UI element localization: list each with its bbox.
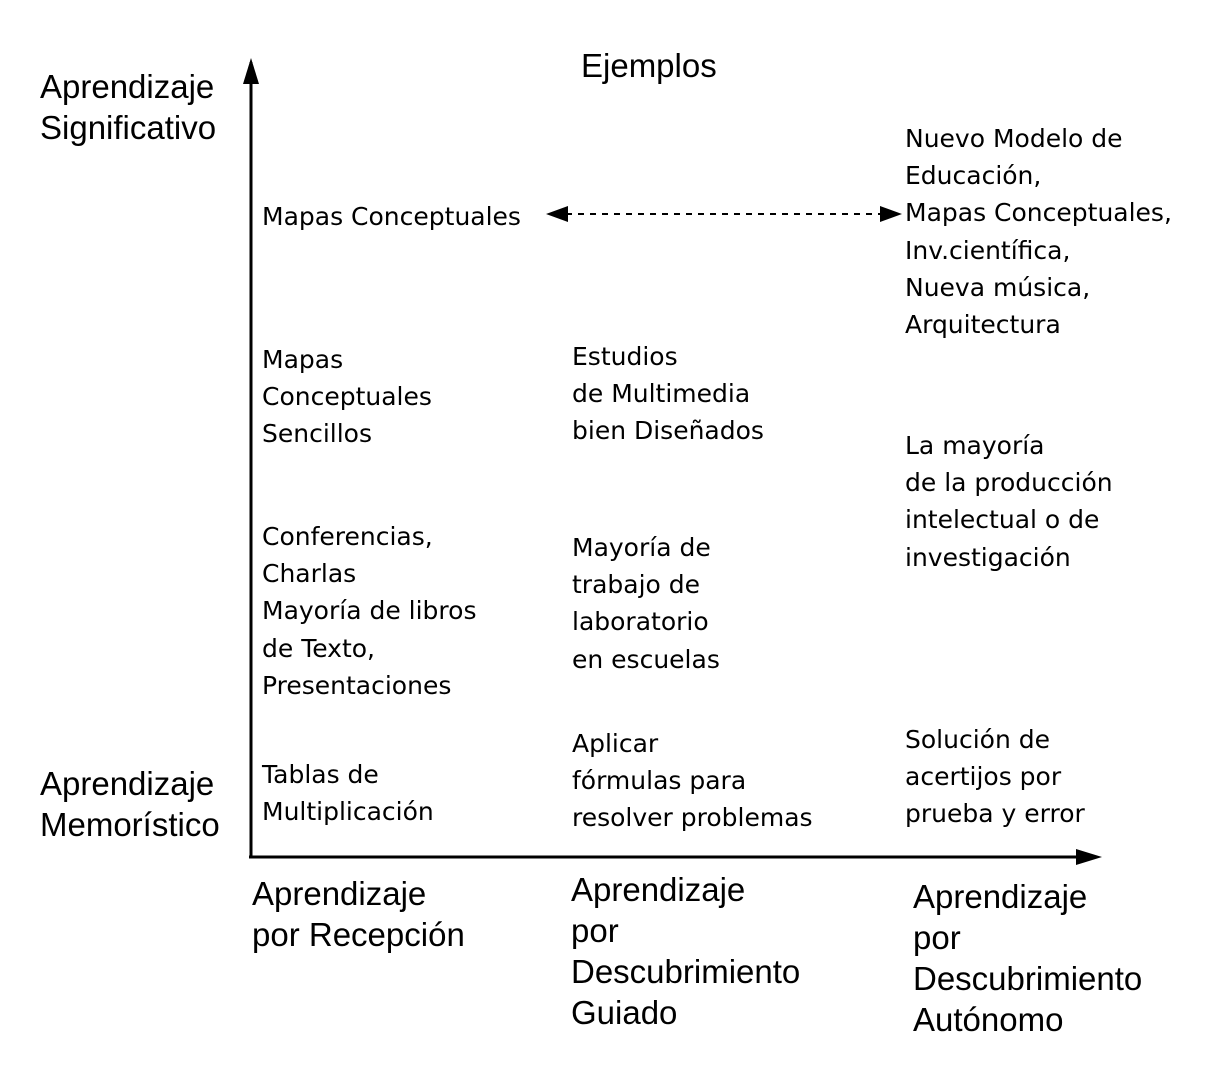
y-axis-bottom-label: Aprendizaje Memorístico (40, 763, 220, 845)
x-axis-left-label: Aprendizaje por Recepción (252, 873, 465, 955)
example-line: intelectual o de (905, 505, 1100, 535)
example-line: Inv.científica, (905, 235, 1071, 265)
diagram-title: Ejemplos (581, 47, 717, 84)
y-axis-arrowhead (243, 58, 259, 84)
dashed-arrowhead-left (546, 206, 568, 222)
example-line: La mayoría (905, 431, 1045, 460)
x-axis-right-label: Aprendizaje por Descubrimiento Autónomo (913, 876, 1142, 1040)
x-axis-middle-label-line: Aprendizaje (571, 871, 746, 908)
example-line: de la producción (905, 468, 1113, 498)
example-laboratorio: Mayoría de trabajo de laboratorio en esc… (572, 529, 720, 678)
y-axis-top-label: Aprendizaje Significativo (40, 66, 216, 148)
example-conferencias: Conferencias, Charlas Mayoría de libros … (262, 518, 476, 704)
example-line: Arquitectura (905, 310, 1061, 340)
example-formulas: Aplicar fórmulas para resolver problemas (572, 725, 813, 837)
x-axis-right-label-line: por (913, 919, 961, 956)
x-axis-middle-label-line: por (571, 912, 619, 949)
example-line: de Texto, (262, 633, 376, 663)
example-line: investigación (905, 542, 1071, 572)
x-axis-right-label-line: Autónomo (913, 1001, 1064, 1038)
dashed-arrowhead-right (880, 206, 902, 222)
example-line: en escuelas (572, 644, 720, 674)
example-line: trabajo de (572, 570, 701, 600)
example-line: Solución de (905, 725, 1050, 754)
example-mapas-sencillos: Mapas Conceptuales Sencillos (262, 341, 432, 453)
example-line: Aplicar (572, 729, 659, 758)
example-tablas: Tablas de Multiplicación (262, 756, 434, 830)
example-line: Estudios (572, 342, 678, 371)
y-axis-top-label-line: Aprendizaje (40, 68, 215, 105)
example-estudios-multimedia: Estudios de Multimedia bien Diseñados (572, 338, 764, 450)
example-line: Multiplicación (262, 797, 434, 827)
example-line: laboratorio (572, 607, 709, 637)
x-axis-right-label-line: Descubrimiento (913, 960, 1143, 997)
x-axis-left-label-line: Aprendizaje (252, 875, 427, 912)
x-axis-right-label-line: Aprendizaje (913, 878, 1088, 915)
x-axis-middle-label-line: Descubrimiento (571, 953, 801, 990)
example-line: prueba y error (905, 799, 1085, 829)
example-line: Tablas de (262, 760, 379, 789)
example-produccion-intelectual: La mayoría de la producción intelectual … (905, 427, 1113, 576)
example-line: Mapas (262, 345, 344, 374)
example-line: Conceptuales (262, 382, 432, 412)
y-axis-top-label-line: Significativo (40, 109, 217, 146)
example-line: resolver problemas (572, 803, 813, 833)
example-acertijos: Solución de acertijos por prueba y error (905, 721, 1085, 833)
example-nuevo-modelo: Nuevo Modelo de Educación, Mapas Concept… (905, 120, 1172, 343)
example-line: Sencillos (262, 419, 372, 449)
example-line: Mayoría de (572, 533, 711, 562)
example-line: Mapas Conceptuales, (905, 198, 1172, 228)
x-axis-arrowhead (1076, 849, 1102, 865)
example-mapas-conceptuales: Mapas Conceptuales (262, 198, 521, 235)
example-line: bien Diseñados (572, 416, 764, 446)
example-line: Nuevo Modelo de (905, 124, 1123, 153)
y-axis-bottom-label-line: Memorístico (40, 806, 220, 843)
y-axis-bottom-label-line: Aprendizaje (40, 765, 215, 802)
example-line: Educación, (905, 161, 1042, 191)
example-line: de Multimedia (572, 379, 751, 409)
example-line: Mapas Conceptuales (262, 202, 521, 231)
example-line: Presentaciones (262, 670, 452, 700)
example-line: Mayoría de libros (262, 596, 477, 626)
x-axis-middle-label-line: Guiado (571, 994, 678, 1031)
example-line: acertijos por (905, 762, 1062, 792)
example-line: Nueva música, (905, 272, 1091, 302)
x-axis-left-label-line: por Recepción (252, 916, 465, 953)
example-line: Charlas (262, 559, 357, 589)
x-axis-middle-label: Aprendizaje por Descubrimiento Guiado (571, 869, 800, 1033)
example-line: fórmulas para (572, 766, 747, 796)
example-line: Conferencias, (262, 522, 433, 551)
